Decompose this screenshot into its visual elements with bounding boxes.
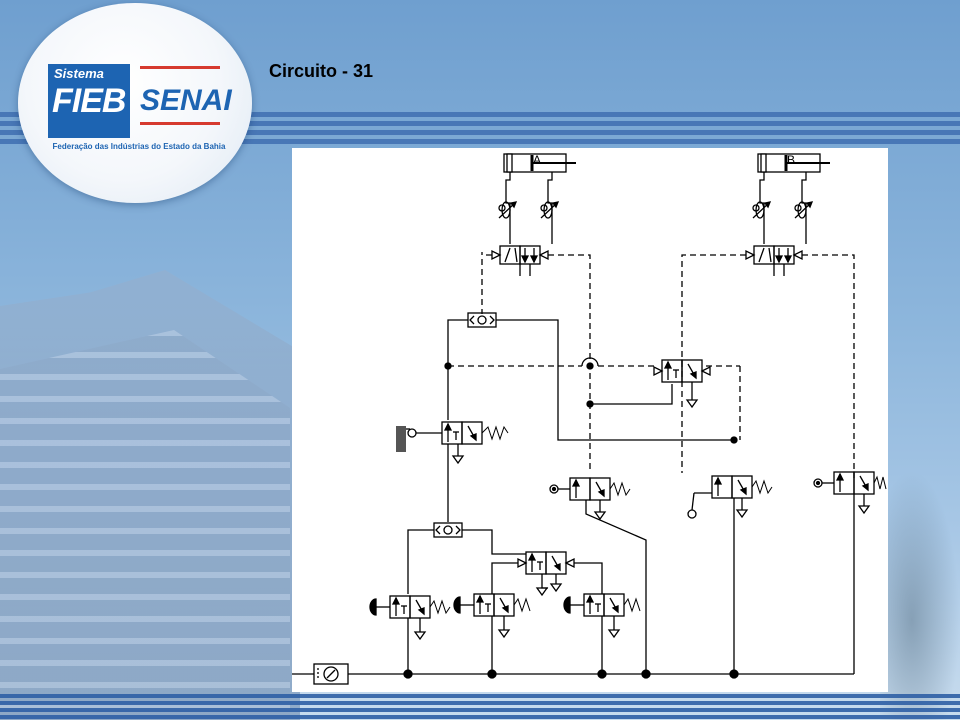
logo-fieb-box — [48, 64, 130, 138]
logo-sistema-text: Sistema — [54, 66, 104, 81]
line-shuttle-left — [447, 319, 468, 420]
line-shuttle-bottom-right — [462, 529, 526, 555]
air-service-unit — [313, 663, 349, 685]
background-building — [0, 270, 300, 720]
pilot-lines-a — [481, 252, 591, 473]
roller-limit-valve-left — [396, 421, 509, 465]
logo-red-line-top — [140, 66, 220, 69]
roller-limit-valve-a0 — [549, 477, 631, 521]
line-shuttle-right — [496, 319, 734, 441]
junction-dot — [730, 436, 738, 444]
footer-stripes — [0, 694, 960, 720]
background-trees — [880, 470, 960, 720]
roller-limit-valve-a1 — [687, 475, 773, 519]
flow-controls-b — [752, 172, 814, 244]
flow-controls-a — [498, 172, 560, 244]
line-shuttle-bottom-left — [407, 529, 434, 594]
pneumatic-circuit-diagram: A B — [292, 148, 888, 692]
pushbutton-valve-3 — [563, 593, 641, 639]
directional-valve-a — [491, 245, 549, 276]
line-and-left — [491, 562, 518, 594]
shuttle-valve-top — [467, 312, 497, 328]
line-and-right — [574, 562, 603, 594]
line-crossover — [581, 357, 599, 367]
supply-junctions — [403, 669, 739, 679]
and-valve-lower — [517, 551, 575, 597]
shuttle-valve-bottom — [433, 522, 463, 538]
logo-caption: Federação das Indústrias do Estado da Ba… — [52, 142, 226, 151]
header-stripes — [0, 112, 960, 148]
memory-valve — [653, 359, 711, 409]
line-memory-supply — [590, 384, 673, 405]
pilot-line-memory — [448, 365, 741, 440]
slide-title: Circuito - 31 — [269, 61, 374, 81]
logo-senai-text: SENAI — [140, 84, 232, 117]
pushbutton-valve-1 — [369, 595, 451, 641]
directional-valve-b — [745, 245, 803, 276]
cylinder-b-label: B — [787, 153, 795, 167]
logo-fieb-text: FIEB — [52, 82, 126, 120]
background-building-floors — [0, 330, 290, 720]
line-a0-supply — [585, 500, 647, 674]
cylinder-b: B — [757, 153, 830, 173]
cylinder-a-label: A — [533, 153, 541, 167]
logo-red-line-bottom — [140, 122, 220, 125]
roller-limit-valve-b — [813, 471, 887, 515]
pushbutton-valve-2 — [453, 593, 531, 639]
cylinder-a: A — [503, 153, 576, 173]
pilot-lines-b — [681, 254, 855, 478]
